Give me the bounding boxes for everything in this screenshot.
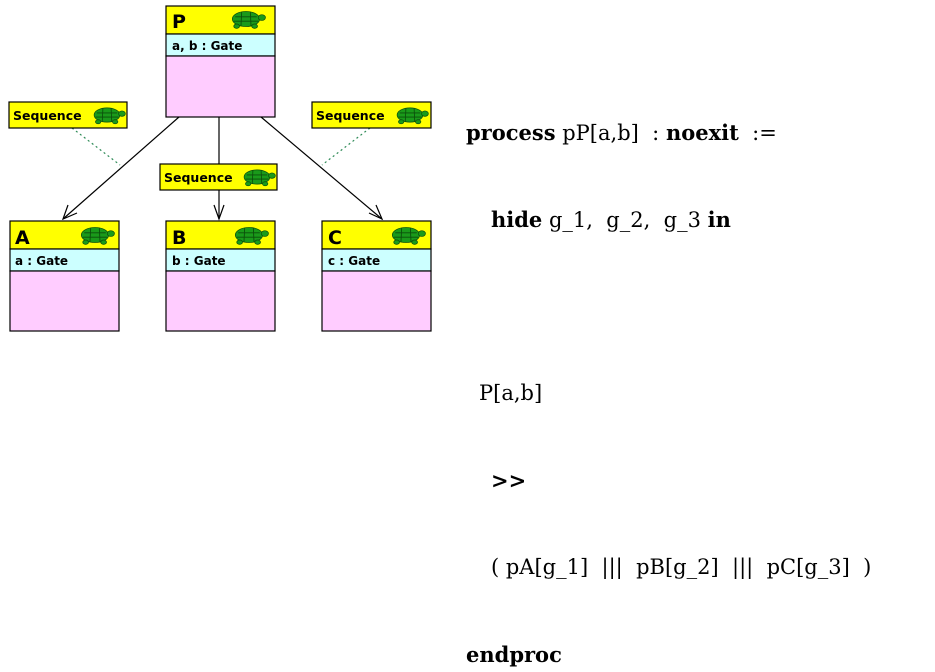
keyword-noexit: noexit [665,120,739,145]
process-box-a: A a : Gate [9,220,120,332]
process-box-b: B b : Gate [165,220,276,332]
sequence-connector-right [321,127,371,166]
code-text: g_1, g_2, g_3 [542,208,708,232]
keyword-endproc: endproc [466,642,562,667]
sequence-connector-left [71,127,121,166]
code-line-interleave: ( pA[g_1] ||| pB[g_2] ||| pC[g_3] ) [466,553,871,582]
process-box-c-title: C [328,227,342,249]
code-text: ( pA[g_1] ||| pB[g_2] ||| pC[g_3] ) [491,555,872,579]
sequence-label-middle-text: Sequence [164,170,233,185]
code-line-call: P[a,b] [466,379,871,408]
keyword-in: in [707,207,731,232]
keyword-hide: hide [491,207,543,232]
sequence-label-middle: Sequence [159,163,278,191]
code-text: := [738,121,777,145]
sequence-label-left: Sequence [8,101,128,129]
code-line-hide: hide g_1, g_2, g_3 in [466,205,871,234]
process-box-p-title: P [172,11,186,33]
sequence-label-left-text: Sequence [13,108,82,123]
lotos-process-diagram: P a, b : Gate Sequence Sequence Sequence… [8,5,432,332]
arrow-p-to-c [260,116,384,221]
sequence-label-right: Sequence [311,101,432,129]
code-text: P[a,b] [479,381,543,405]
process-box-a-title: A [15,227,30,249]
process-box-c-gates: c : Gate [328,254,380,268]
code-line-blank [466,292,871,321]
code-text: pP[a,b] : [555,121,666,145]
process-box-c: C c : Gate [321,220,432,332]
operator-enable: >> [491,468,527,493]
arrow-p-to-a [61,116,180,221]
process-box-b-title: B [172,227,186,249]
code-line-enable: >> [466,466,871,495]
code-line-process: process pP[a,b] : noexit := [466,118,871,147]
process-box-p-gates: a, b : Gate [172,39,242,53]
lotos-code-listing: process pP[a,b] : noexit := hide g_1, g_… [466,60,871,672]
process-box-b-gates: b : Gate [172,254,226,268]
process-box-p: P a, b : Gate [165,5,276,118]
code-line-endproc: endproc [466,640,871,669]
keyword-process: process [466,120,556,145]
sequence-label-right-text: Sequence [316,108,385,123]
process-box-a-gates: a : Gate [15,254,68,268]
